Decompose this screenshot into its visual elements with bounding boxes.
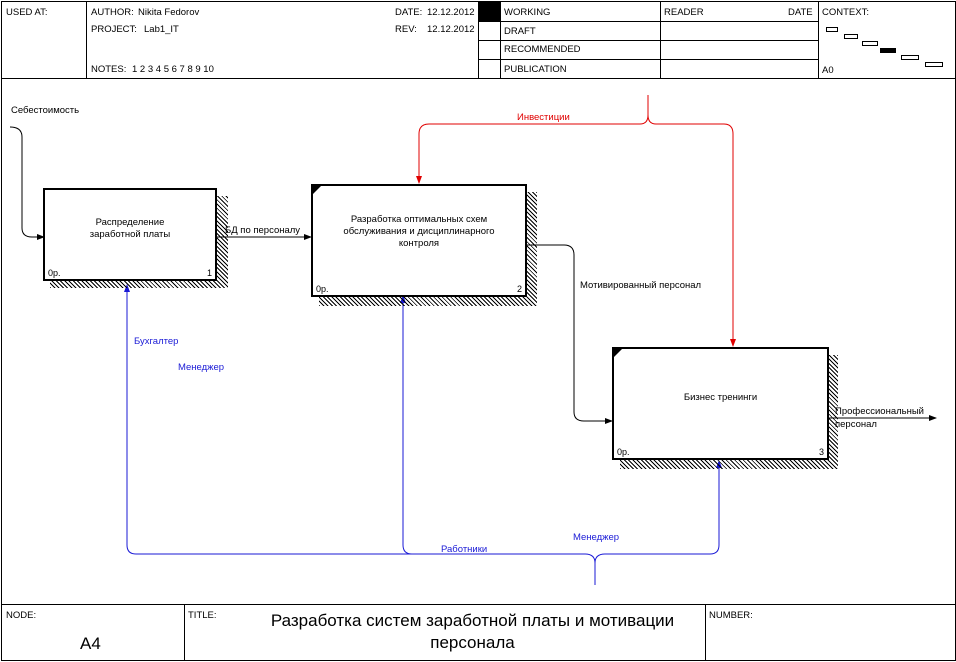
status-working: WORKING xyxy=(504,7,551,18)
number-label: NUMBER: xyxy=(709,610,753,621)
activity-box-2-title: Разработка оптимальных схем обслуживания… xyxy=(343,214,495,249)
context-box-3 xyxy=(862,41,878,46)
activity-box-1-cost: 0р. xyxy=(48,268,61,278)
label-investments: Инвестиции xyxy=(517,112,570,123)
diagram-title: Разработка систем заработной платы и мот… xyxy=(270,611,675,652)
activity-box-1-title: Распределение заработной платы xyxy=(89,217,171,240)
node-label: NODE: xyxy=(6,610,37,621)
box-2-corner-mark xyxy=(313,186,321,194)
box-3-corner-mark xyxy=(614,349,622,357)
reader-date-label: DATE xyxy=(788,7,813,18)
reader-label: READER xyxy=(664,7,704,18)
footer-divider-1 xyxy=(184,604,185,660)
footer-top-line xyxy=(1,604,955,605)
status-publication: PUBLICATION xyxy=(504,64,567,75)
label-motivated-staff: Мотивированный персонал xyxy=(580,280,702,291)
label-manager-2: Менеджер xyxy=(573,532,620,543)
label-bd-personnel: БД по персоналу xyxy=(225,225,301,236)
working-status-marker xyxy=(479,2,500,21)
context-box-5 xyxy=(901,55,919,60)
title-label: TITLE: xyxy=(188,610,217,621)
status-row-line-3 xyxy=(478,59,818,60)
status-row-line-2 xyxy=(478,40,818,41)
arrow-motivated-staff xyxy=(526,244,613,424)
project-label: PROJECT: xyxy=(91,24,137,35)
author-value: Nikita Fedorov xyxy=(138,7,200,18)
header-divider-4 xyxy=(660,1,661,78)
activity-box-2[interactable]: Разработка оптимальных схем обслуживания… xyxy=(311,184,527,297)
header-divider-3 xyxy=(500,1,501,78)
rev-value: 12.12.2012 xyxy=(427,24,475,35)
context-label: CONTEXT: xyxy=(822,7,869,18)
arrow-mechanism-bus xyxy=(124,284,596,585)
activity-box-3-title: Бизнес тренинги xyxy=(683,392,758,403)
arrow-mechanism-manager xyxy=(594,460,722,564)
activity-box-3[interactable]: Бизнес тренинги 0р. 3 xyxy=(612,347,829,460)
date-value: 12.12.2012 xyxy=(427,7,475,18)
context-box-1 xyxy=(826,27,838,32)
used-at-label: USED AT: xyxy=(6,7,48,18)
rev-label: REV: xyxy=(395,24,417,35)
header-divider-5 xyxy=(818,1,819,78)
activity-box-2-number: 2 xyxy=(516,284,522,294)
footer-divider-2 xyxy=(705,604,706,660)
status-recommended: RECOMMENDED xyxy=(504,44,581,55)
node-value: A4 xyxy=(80,634,101,653)
author-label: AUTHOR: xyxy=(91,7,134,18)
activity-box-3-cost: 0р. xyxy=(617,447,630,457)
arrow-mechanism-workers xyxy=(400,295,413,555)
header-divider-1 xyxy=(86,1,87,78)
context-box-6 xyxy=(925,62,943,67)
header-bottom-line xyxy=(1,78,955,79)
context-node: A0 xyxy=(822,65,834,76)
header-divider-2 xyxy=(478,1,479,78)
context-box-4-current xyxy=(880,48,896,53)
label-workers: Работники xyxy=(441,544,488,555)
label-professional-staff: Профессиональный персонал xyxy=(835,406,924,430)
date-label: DATE: xyxy=(395,7,423,18)
notes-label: NOTES: xyxy=(91,64,127,75)
activity-box-1-number: 1 xyxy=(206,268,212,278)
arrow-control-investments-branch xyxy=(647,114,736,347)
status-draft: DRAFT xyxy=(504,26,536,37)
activity-box-2-cost: 0р. xyxy=(316,284,329,294)
label-cost-input: Себестоимость xyxy=(11,105,80,116)
context-box-2 xyxy=(844,34,858,39)
activity-box-1[interactable]: Распределение заработной платы 0р. 1 xyxy=(43,188,217,281)
project-value: Lab1_IT xyxy=(144,24,179,35)
label-manager-1: Менеджер xyxy=(178,362,225,373)
activity-box-3-number: 3 xyxy=(818,447,824,457)
status-row-line-1 xyxy=(478,21,818,22)
arrow-control-investments xyxy=(416,95,649,184)
arrow-input-cost xyxy=(9,126,45,240)
notes-numbers: 1 2 3 4 5 6 7 8 9 10 xyxy=(132,64,214,75)
label-accountant: Бухгалтер xyxy=(134,336,179,347)
